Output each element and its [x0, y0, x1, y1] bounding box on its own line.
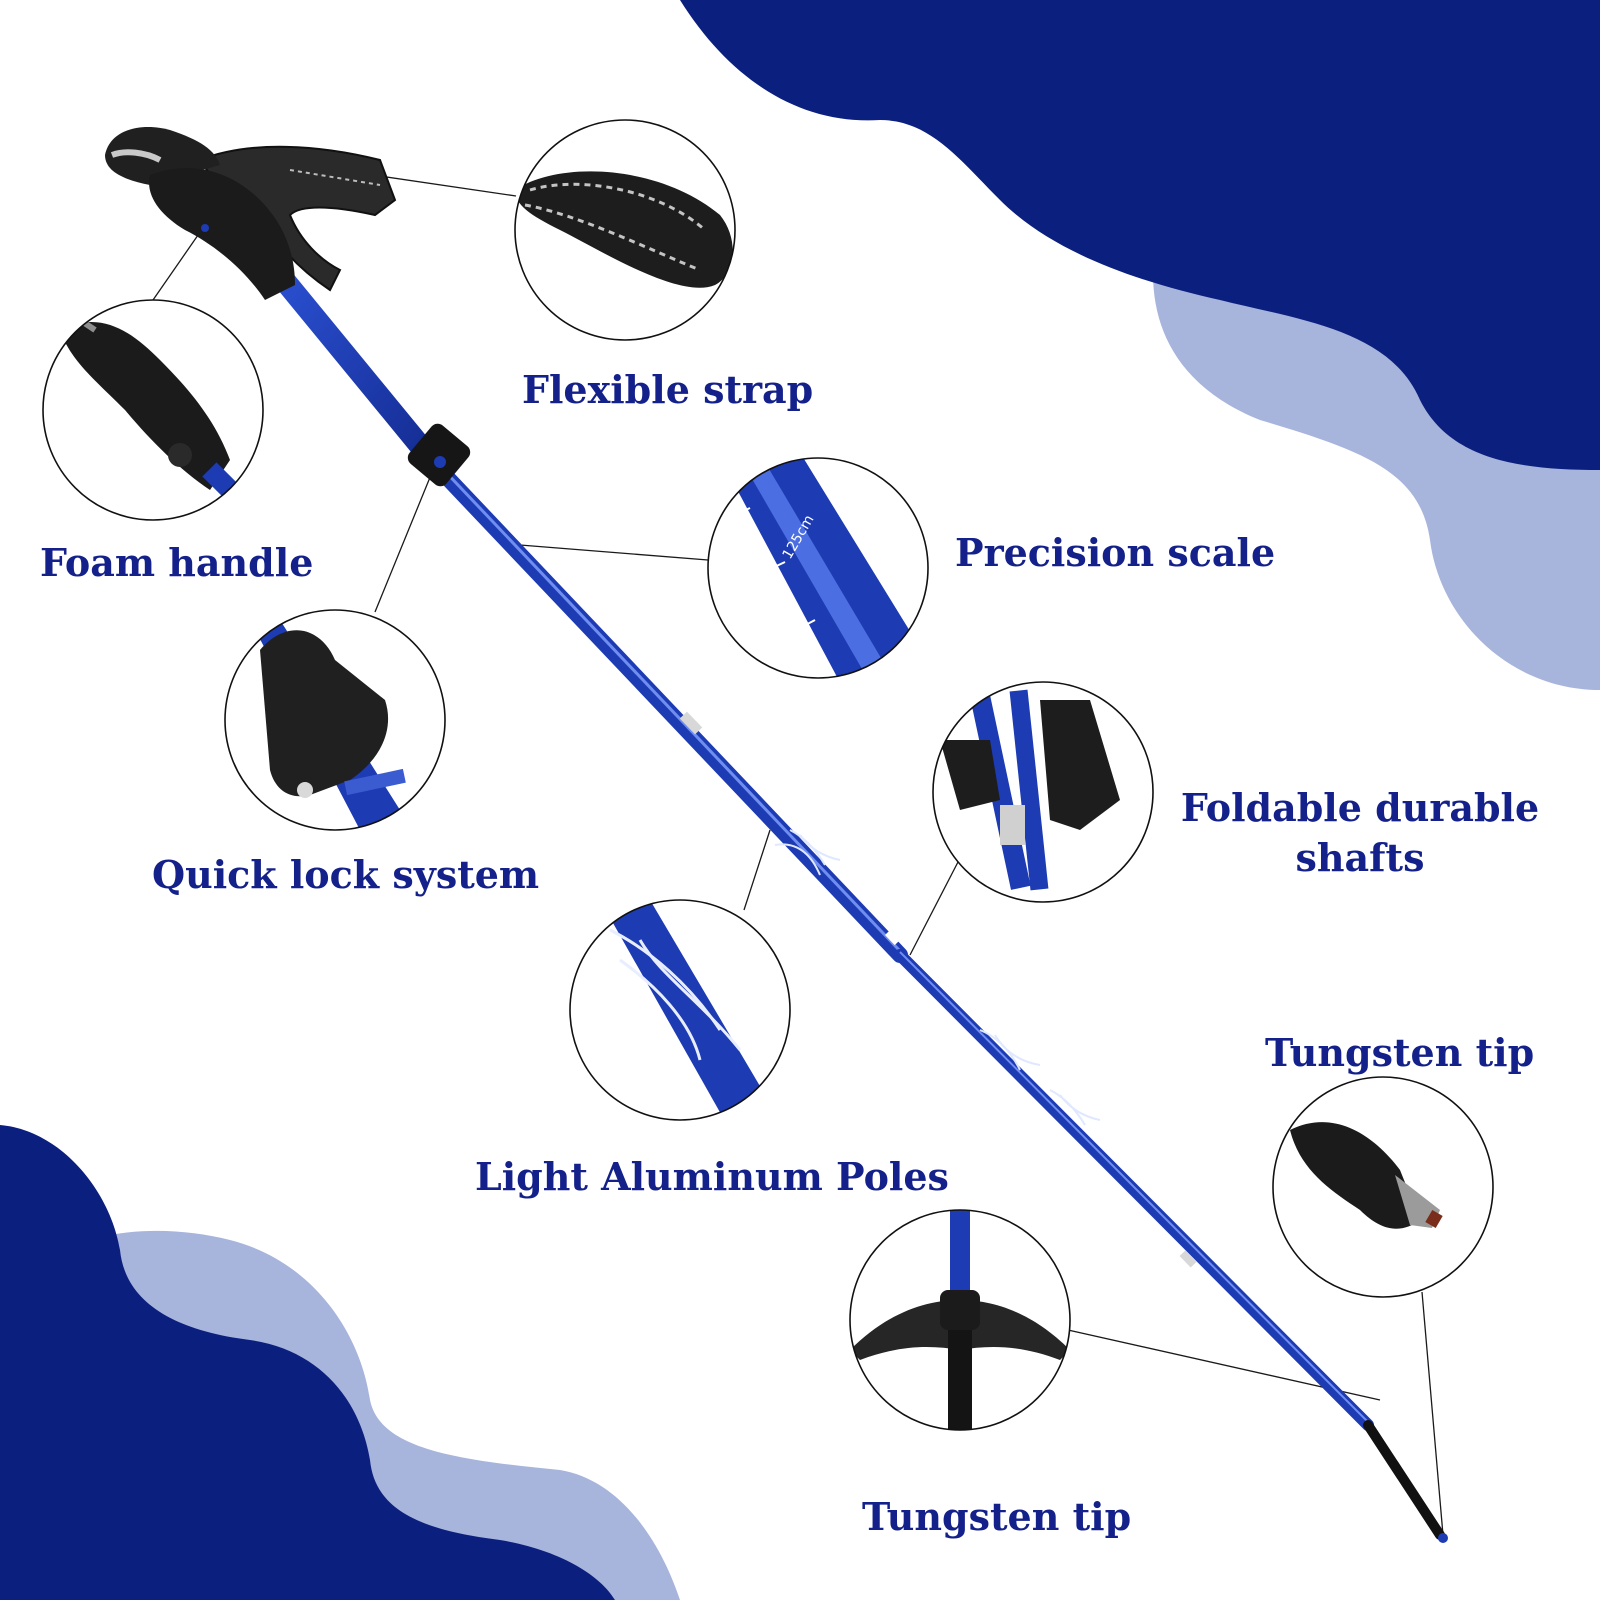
- dark-blob-shape: [0, 1125, 615, 1600]
- leader-tip: [1421, 1291, 1444, 1536]
- silver-ring: [679, 711, 703, 735]
- leader-fold: [909, 861, 959, 956]
- detail-pattern-circle: [569, 899, 791, 1121]
- label-foam-handle: Foam handle: [40, 540, 314, 585]
- silver-ring: [1179, 1250, 1197, 1268]
- leader-lock: [374, 469, 434, 613]
- leader-foam: [152, 224, 206, 301]
- tip-dot: [1438, 1533, 1448, 1543]
- middle-shaft-highlight: [438, 464, 902, 953]
- detail-foam-circle: [42, 299, 264, 521]
- handle-assembly: [105, 127, 397, 300]
- trekking-pole: [269, 264, 1448, 1543]
- upper-shaft: [269, 264, 451, 481]
- label-precision-scale: Precision scale: [955, 530, 1276, 575]
- strap-icon: [515, 171, 733, 288]
- tungsten-tip-icon: [1290, 1122, 1420, 1229]
- tip-section: [1363, 1420, 1445, 1540]
- detail-basket-circle: [849, 1209, 1071, 1431]
- detail-strap-circle: [514, 119, 736, 341]
- label-tungsten-tip-right: Tungsten tip: [1265, 1030, 1535, 1075]
- flick-lock-clamp: [407, 423, 471, 487]
- label-flexible-strap: Flexible strap: [522, 367, 814, 412]
- label-foldable-line1: Foldable durable: [1180, 785, 1540, 830]
- detail-tip-circle: [1272, 1076, 1494, 1298]
- leader-scale: [519, 544, 709, 561]
- middle-shaft: [432, 462, 908, 963]
- background-blob-top-right: [680, 0, 1600, 690]
- background-blob-bottom-left: [0, 1125, 680, 1600]
- dark-blob-shape: [680, 0, 1600, 470]
- pattern-shaft-icon: [600, 900, 780, 1120]
- cap-highlight: [110, 149, 162, 163]
- label-tungsten-tip-bottom: Tungsten tip: [862, 1494, 1132, 1539]
- folded-shaft-icon: [1040, 700, 1120, 830]
- decorative-pattern: [774, 829, 1101, 1126]
- lower-shaft: [894, 949, 1374, 1431]
- arrow-marking: [884, 930, 900, 946]
- label-foldable-line2: shafts: [1295, 835, 1425, 880]
- foam-grip: [149, 168, 295, 300]
- leader-pattern: [743, 829, 771, 911]
- lower-shaft-highlight: [899, 951, 1369, 1423]
- label-light-aluminum: Light Aluminum Poles: [475, 1154, 949, 1199]
- detail-fold-circle: [932, 681, 1154, 903]
- label-quick-lock: Quick lock system: [152, 852, 540, 897]
- lock-clamp-icon: [260, 630, 389, 797]
- detail-scale-circle: 125cm: [707, 457, 929, 679]
- detail-lock-circle: [224, 609, 446, 831]
